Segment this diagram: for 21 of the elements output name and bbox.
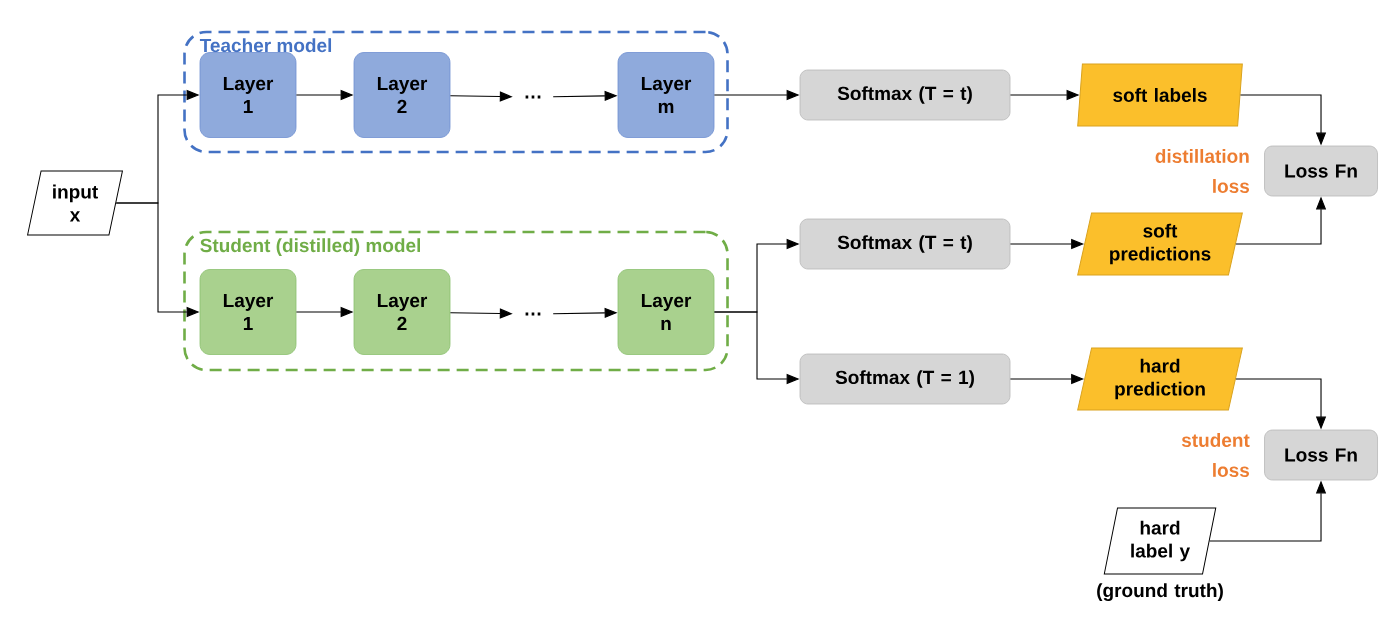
process-box: Layer m: [617, 52, 715, 138]
data-parallelogram: soft labels: [1077, 63, 1243, 127]
data-parallelogram: soft predictions: [1077, 212, 1243, 276]
process-box: Loss Fn: [1264, 429, 1378, 481]
process-box: Layer 2: [353, 269, 451, 355]
beside-label: (ground truth): [1097, 583, 1223, 601]
process-box: Layer 1: [199, 269, 297, 355]
data-parallelogram: hard label y: [1103, 507, 1217, 575]
data-parallelogram: hard prediction: [1077, 347, 1243, 411]
data-parallelogram: input x: [27, 170, 123, 236]
beside-label: distillation loss: [1155, 149, 1250, 193]
process-box: Softmax (T = 1): [799, 353, 1011, 405]
process-box: Loss Fn: [1264, 145, 1378, 197]
ellipsis-text: …: [525, 95, 541, 99]
process-box: Softmax (T = t): [799, 218, 1011, 270]
ellipsis-text: …: [525, 312, 541, 316]
beside-label: student loss: [1181, 433, 1250, 477]
process-box: Layer n: [617, 269, 715, 355]
process-box: Softmax (T = t): [799, 69, 1011, 121]
process-box: Layer 1: [199, 52, 297, 138]
process-box: Layer 2: [353, 52, 451, 138]
